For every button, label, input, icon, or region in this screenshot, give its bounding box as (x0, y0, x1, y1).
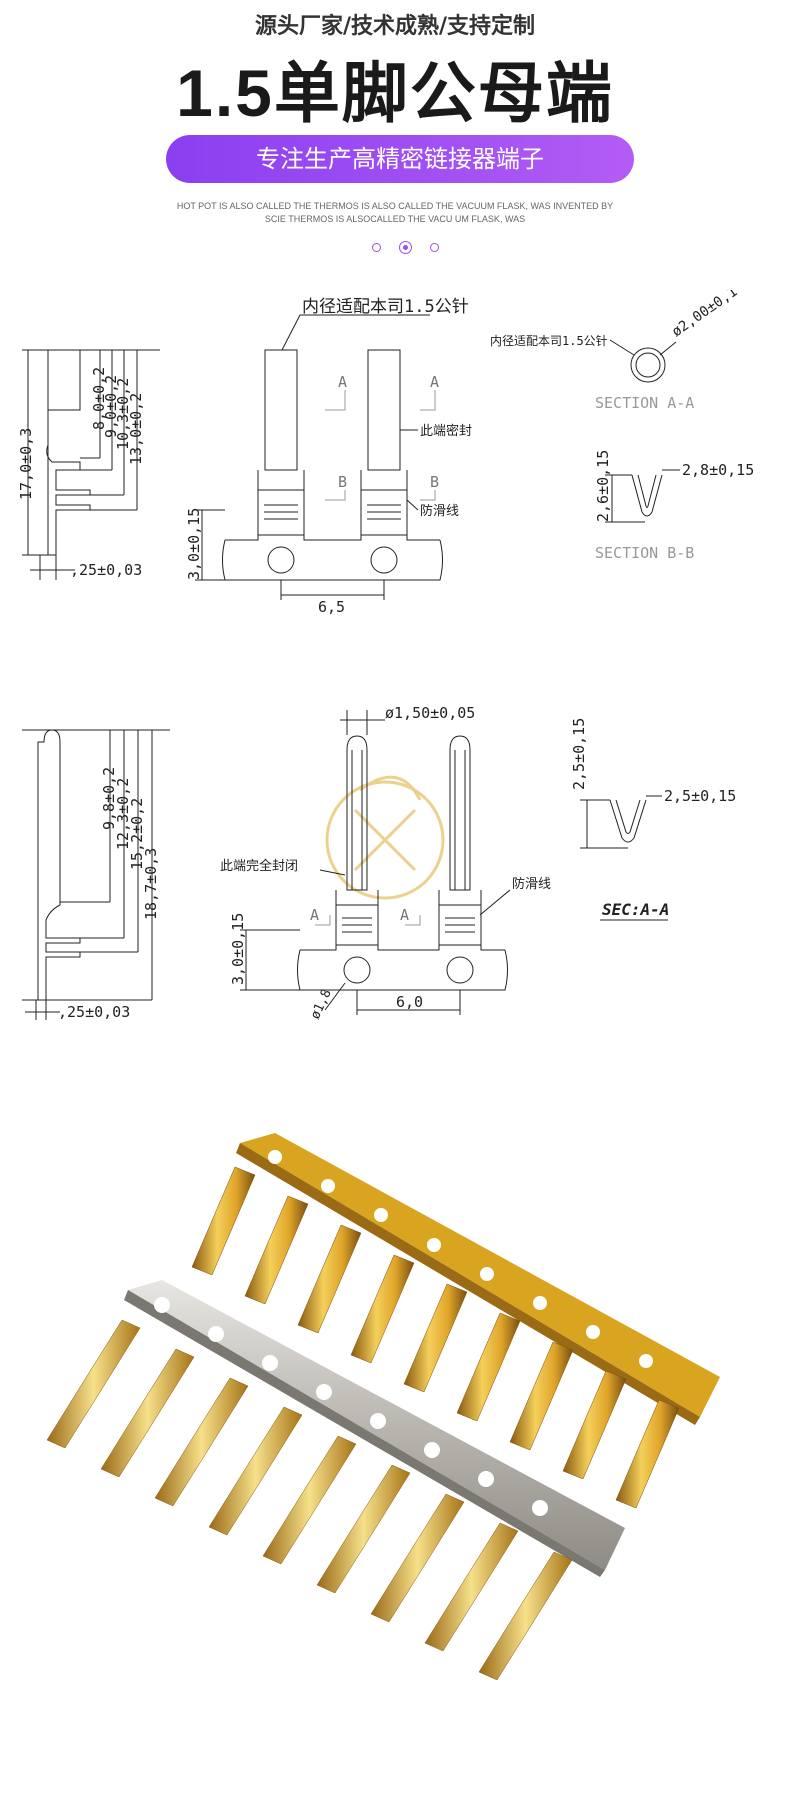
dim-9-8: 9,8±0,2 (100, 767, 118, 830)
note-fully-closed: 此端完全封闭 (220, 858, 298, 874)
english-caption-line2: SCIE THERMOS IS ALSOCALLED THE VACU UM F… (264, 214, 526, 224)
carousel-dot[interactable] (372, 243, 381, 252)
dim-sec-height: 2,5±0,15 (570, 718, 588, 790)
dim-18-7: 18,7±0,3 (142, 848, 160, 920)
dim-bb-width: 2,8±0,15 (682, 461, 754, 479)
brand-watermark-logo (325, 775, 445, 900)
dim-10-3: 10,3±0,2 (114, 378, 132, 450)
note-inner-fit: 内径适配本司1.5公针 (302, 297, 469, 317)
cut-label-a-male-right: A (400, 906, 409, 924)
dim-12-3: 12,3±0,2 (114, 778, 132, 850)
note-inner-fit-small: 内径适配本司1.5公针 (490, 333, 608, 348)
note-antislip: 防滑线 (420, 503, 459, 519)
section-label-male: SEC:A-A (602, 900, 669, 919)
page-header: 源头厂家/技术成熟/支持定制 1.5单脚公母端 专注生产高精密链接器端子 HOT… (0, 0, 790, 270)
product-title: 1.5单脚公母端 (176, 56, 614, 130)
dim-sec-width: 2,5±0,15 (664, 787, 736, 805)
dim-pitch-male: 6,0 (396, 993, 423, 1011)
silver-male-terminal-strip (46, 1280, 625, 1681)
gold-female-terminal-strip (191, 1133, 720, 1509)
dim-total-length: 17,0±0,3 (17, 428, 35, 500)
dim-15-2: 15,2±0,2 (128, 798, 146, 870)
dim-pitch: 6,5 (318, 598, 345, 616)
dim-9-0: 9,0±0,2 (102, 375, 120, 438)
header-subtitle: 源头厂家/技术成熟/支持定制 (254, 14, 536, 39)
carousel-dots (372, 241, 439, 254)
slogan-pill: 专注生产高精密链接器端子 (166, 135, 634, 183)
dim-13-0: 13,0±0,2 (127, 393, 145, 465)
english-caption: HOT POT IS ALSO CALLED THE THERMOS IS AL… (0, 200, 790, 226)
cut-label-a-right: A (430, 373, 439, 391)
product-photo (46, 1133, 720, 1681)
carousel-dot-active[interactable] (399, 241, 412, 254)
dim-hole-diameter: ø1,8 (308, 987, 335, 1022)
female-terminal-drawing: 17,0±0,3 8,0±0,2 9,0±0,2 10,3±0,2 13,0±0… (17, 290, 754, 616)
dim-diameter: ø2,00±0,1 (669, 290, 740, 340)
section-aa-label: SECTION A-A (595, 394, 694, 412)
dim-8-0: 8,0±0,2 (90, 367, 108, 430)
section-bb-label: SECTION B-B (595, 544, 694, 562)
cut-label-b-left: B (338, 473, 347, 491)
dim-thickness: ,25±0,03 (70, 561, 142, 579)
carousel-dot[interactable] (430, 243, 439, 252)
dim-pin-diameter: ø1,50±0,05 (385, 704, 475, 722)
cut-label-b-right: B (430, 473, 439, 491)
dim-carrier-male: 3,0±0,15 (229, 913, 247, 985)
note-seal: 此端密封 (420, 423, 472, 439)
dim-thickness-male: ,25±0,03 (58, 1003, 130, 1021)
note-antislip-male: 防滑线 (512, 876, 551, 892)
dim-bb-height: 2,6±0,15 (594, 450, 612, 522)
male-terminal-drawing: ø1,50±0,05 此端完全封闭 防滑线 9,8±0,2 12,3±0,2 1… (22, 704, 736, 1022)
cut-label-a-left: A (338, 373, 347, 391)
cut-label-a-male-left: A (310, 906, 319, 924)
dim-carrier: 3,0±0,15 (185, 508, 203, 580)
english-caption-line1: HOT POT IS ALSO CALLED THE THERMOS IS AL… (176, 201, 614, 211)
